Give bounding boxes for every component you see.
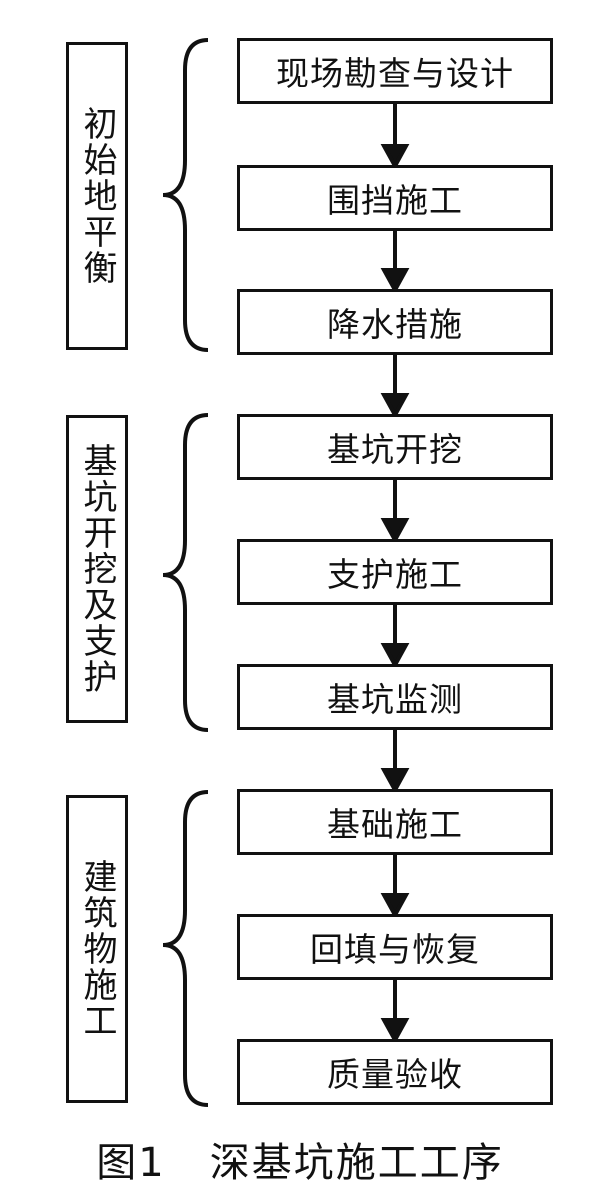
stage-label-text: 基坑开挖及支护 — [77, 443, 117, 695]
step-dewatering: 降水措施 — [237, 289, 553, 355]
brace-stage-1 — [162, 38, 209, 352]
step-acceptance: 质量验收 — [237, 1039, 553, 1105]
step-hoarding: 围挡施工 — [237, 165, 553, 231]
brace-stage-2 — [162, 413, 209, 732]
step-foundation: 基础施工 — [237, 789, 553, 855]
brace-stage-3 — [162, 790, 209, 1107]
step-site-survey: 现场勘查与设计 — [237, 38, 553, 104]
stage-label-text: 初始地平衡 — [77, 106, 117, 286]
stage-label-initial: 初始地平衡 — [66, 42, 128, 350]
stage-label-text: 建筑物施工 — [77, 859, 117, 1039]
step-backfill: 回填与恢复 — [237, 914, 553, 980]
step-support: 支护施工 — [237, 539, 553, 605]
stage-label-excavation: 基坑开挖及支护 — [66, 415, 128, 723]
stage-label-building: 建筑物施工 — [66, 795, 128, 1103]
figure-caption: 图1 深基坑施工工序 — [96, 1140, 504, 1186]
step-excavation: 基坑开挖 — [237, 414, 553, 480]
step-monitoring: 基坑监测 — [237, 664, 553, 730]
